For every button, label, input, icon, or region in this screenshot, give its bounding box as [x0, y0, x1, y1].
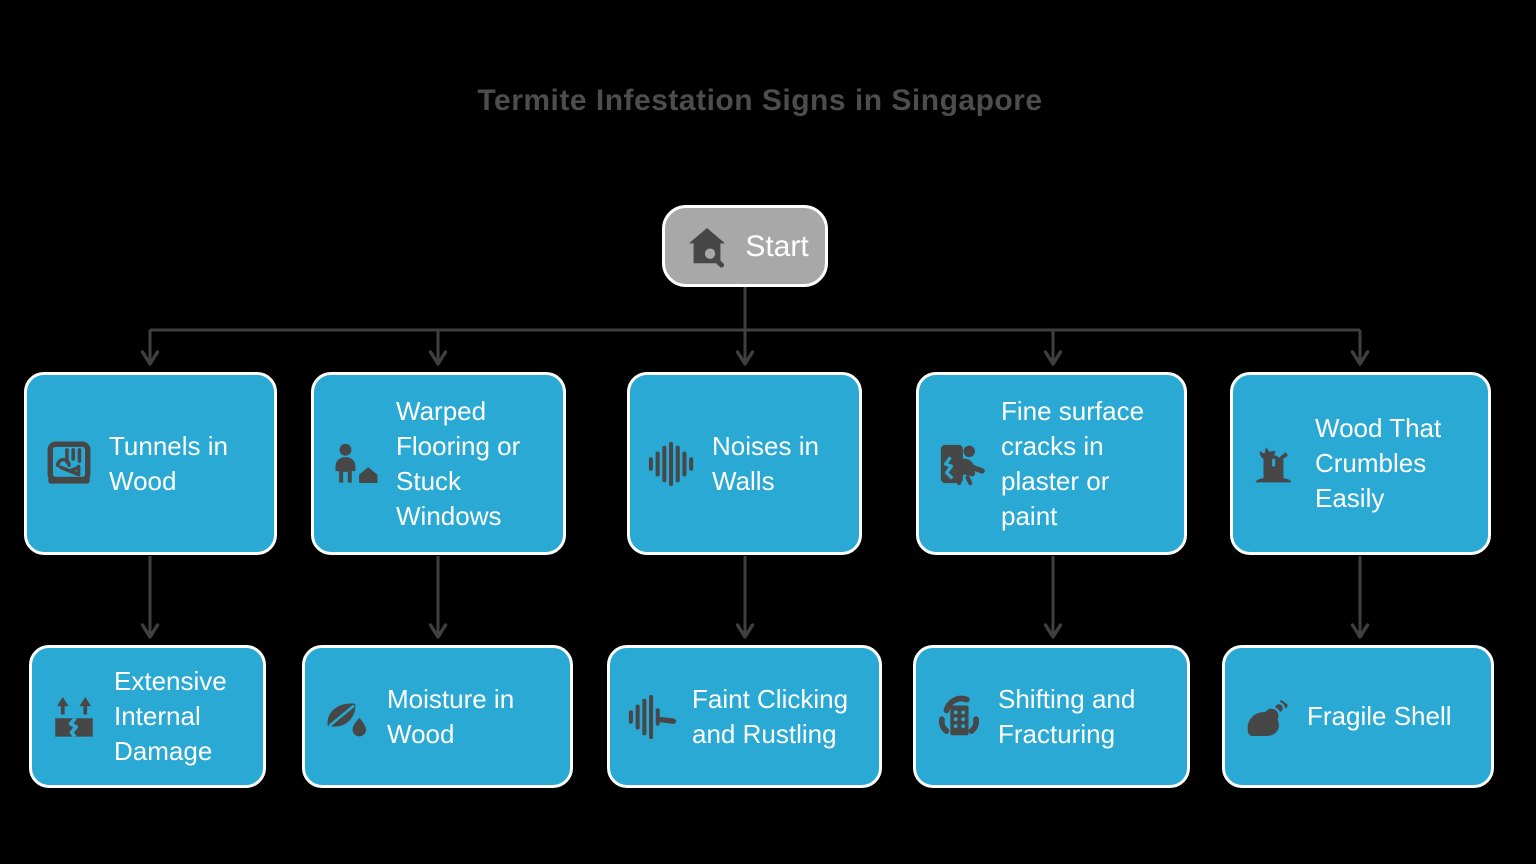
effect-node-extensive-internal-damage: Extensive Internal Damage: [29, 645, 266, 788]
snail-shell-icon: [1241, 694, 1293, 740]
node-label: Tunnels in Wood: [109, 430, 228, 496]
sign-node-fine-surface-cracks: Fine surface cracks in plaster or paint: [916, 372, 1187, 555]
wood-tunnels-icon: [43, 439, 95, 489]
node-label: Fine surface cracks in plaster or paint: [1001, 395, 1145, 531]
cracked-wall-person-icon: [935, 441, 987, 487]
start-label: Start: [745, 229, 809, 263]
node-label: Warped Flooring or Stuck Windows: [396, 395, 521, 531]
node-label: Wood That Crumbles Easily: [1315, 413, 1442, 513]
sign-node-wood-crumbles: Wood That Crumbles Easily: [1230, 372, 1491, 555]
effect-node-moisture-in-wood: Moisture in Wood: [302, 645, 573, 788]
leaf-droplet-icon: [321, 694, 373, 740]
page-title: Termite Infestation Signs in Singapore: [477, 84, 1043, 117]
building-shift-icon: [932, 694, 984, 740]
sign-node-warped-flooring: Warped Flooring or Stuck Windows: [311, 372, 566, 555]
sign-node-tunnels-in-wood: Tunnels in Wood: [24, 372, 277, 555]
sign-node-noises-in-walls: Noises in Walls: [627, 372, 862, 555]
broken-box-arrows-icon: [48, 692, 100, 742]
house-search-icon: [681, 223, 733, 269]
effect-node-faint-clicking: Faint Clicking and Rustling: [607, 645, 882, 788]
start-node: Start: [662, 205, 828, 287]
effect-node-fragile-shell: Fragile Shell: [1222, 645, 1494, 788]
node-label: Extensive Internal Damage: [114, 666, 227, 766]
node-label: Fragile Shell: [1307, 701, 1452, 731]
node-label: Faint Clicking and Rustling: [692, 683, 849, 749]
node-label: Noises in Walls: [712, 430, 819, 496]
tree-stump-icon: [1249, 441, 1301, 487]
node-label: Moisture in Wood: [387, 683, 515, 749]
node-label: Shifting and Fracturing: [998, 683, 1136, 749]
sound-wave-icon: [646, 441, 698, 487]
person-house-icon: [330, 441, 382, 487]
faint-sound-icon: [626, 694, 678, 740]
effect-node-shifting-fracturing: Shifting and Fracturing: [913, 645, 1190, 788]
